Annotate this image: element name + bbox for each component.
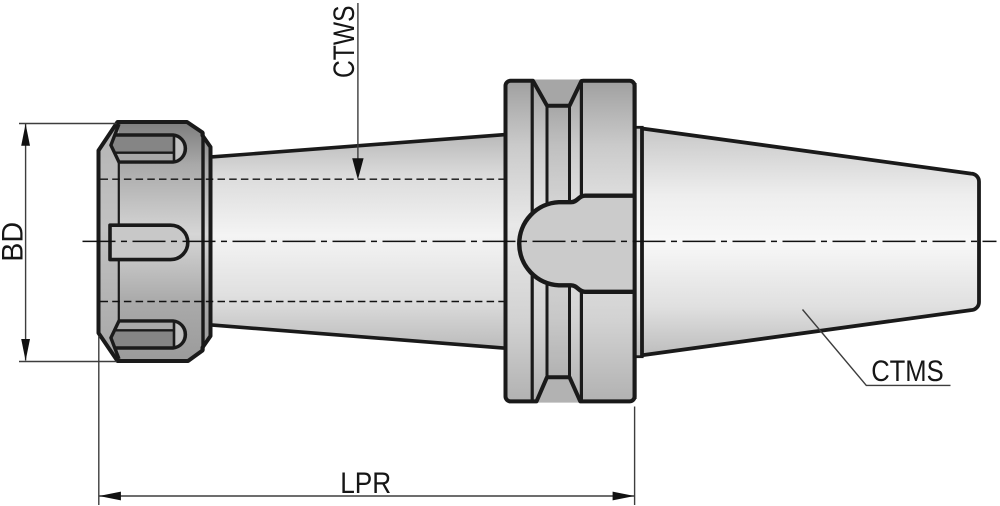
svg-text:LPR: LPR — [340, 467, 391, 500]
svg-text:CTWS: CTWS — [328, 6, 361, 79]
svg-text:CTMS: CTMS — [871, 355, 944, 388]
svg-text:BD: BD — [0, 222, 30, 262]
